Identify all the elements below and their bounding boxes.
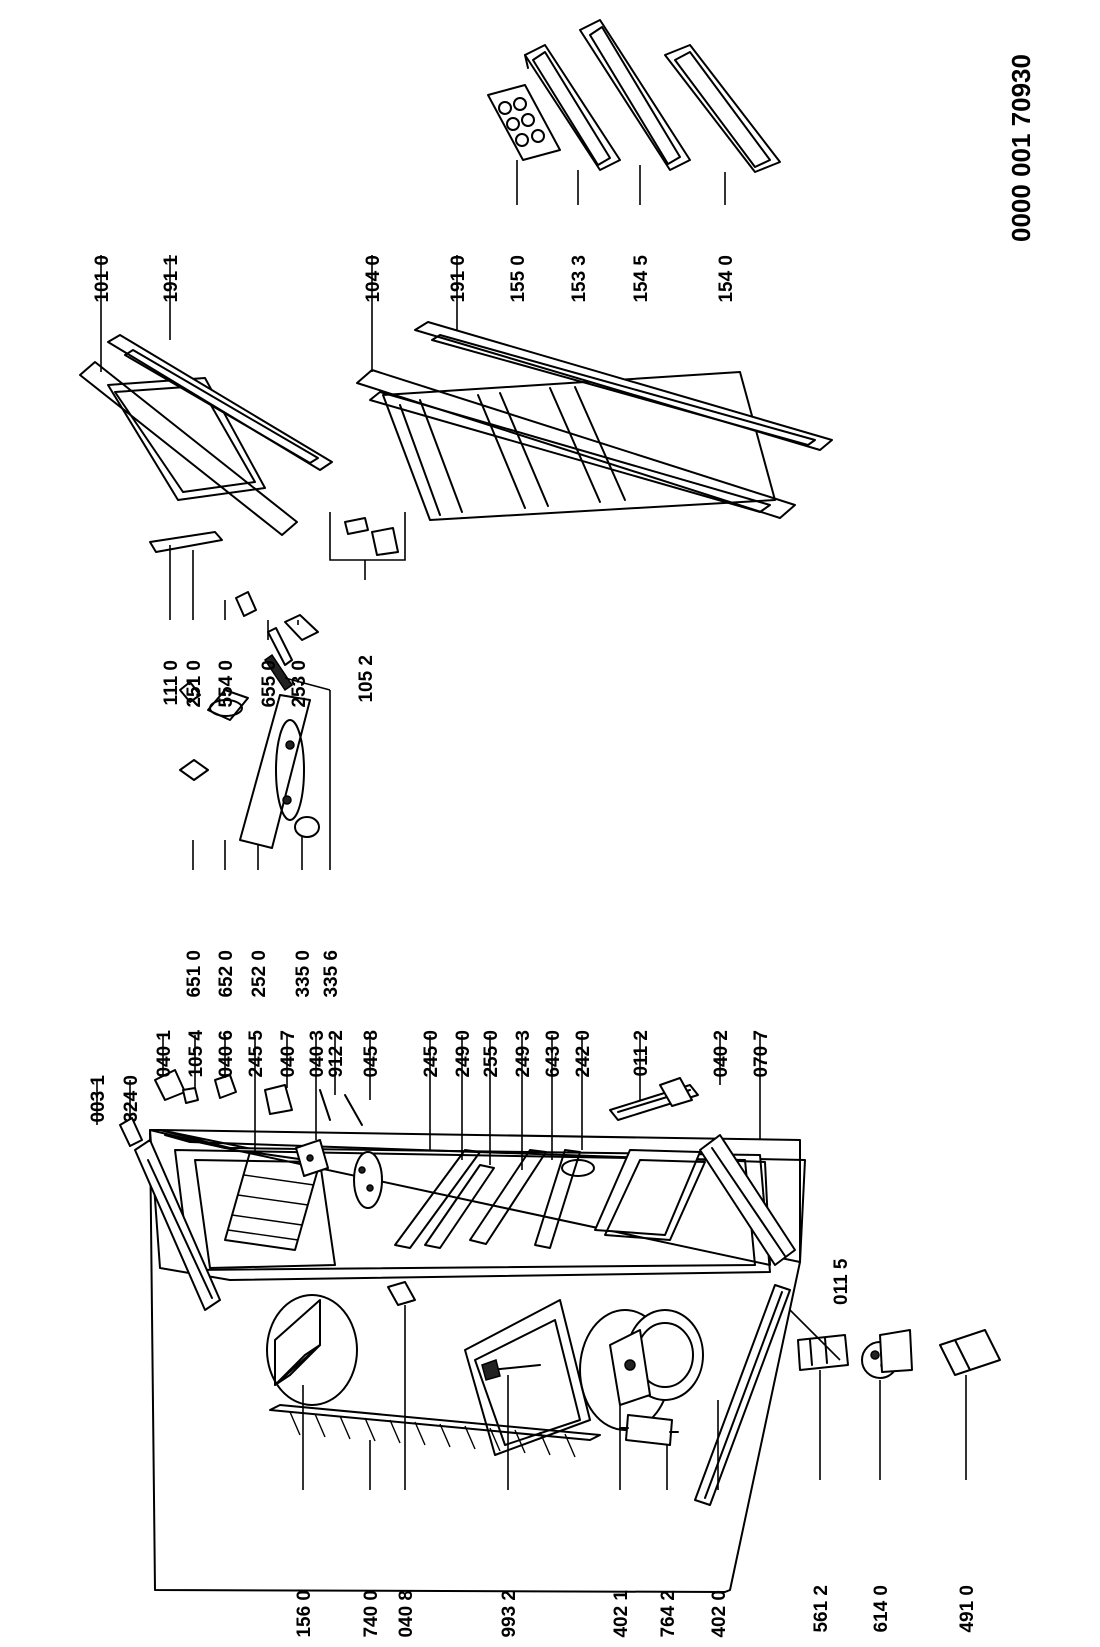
label-1054: 105 4 [186, 1030, 207, 1078]
label-4020: 402 0 [709, 1590, 730, 1638]
label-6430: 643 0 [543, 1030, 564, 1078]
label-0707: 070 7 [751, 1030, 772, 1078]
label-2490: 249 0 [453, 1030, 474, 1078]
label-2510: 251 0 [184, 660, 205, 708]
label-4910: 491 0 [957, 1585, 978, 1633]
label-1560: 156 0 [294, 1590, 315, 1638]
egg-tray [487, 84, 561, 161]
crisper-drawer [594, 1149, 701, 1236]
label-4021: 402 1 [611, 1590, 632, 1638]
label-3356: 335 6 [321, 950, 342, 998]
label-0401: 040 1 [154, 1030, 175, 1078]
label-0407: 040 7 [278, 1030, 299, 1078]
label-2455: 245 5 [246, 1030, 267, 1078]
label-0402: 040 2 [711, 1030, 732, 1078]
label-1540: 154 0 [716, 255, 737, 303]
label-7400: 740 0 [361, 1590, 382, 1638]
label-2550: 255 0 [481, 1030, 502, 1078]
label-6550: 655 0 [259, 660, 280, 708]
label-1110: 111 0 [161, 660, 182, 705]
label-0406: 040 6 [216, 1030, 237, 1078]
label-1052: 105 2 [356, 655, 377, 703]
hinge-part-1110 [149, 531, 223, 553]
label-9932: 993 2 [499, 1590, 520, 1638]
document-number: 0000 001 70930 [1006, 54, 1036, 242]
label-3350: 335 0 [293, 950, 314, 998]
label-2520: 252 0 [249, 950, 270, 998]
door-bin-1545 [579, 19, 691, 171]
bracket-0402 [659, 1077, 693, 1107]
label-1550: 155 0 [508, 255, 529, 303]
label-0458: 045 8 [361, 1030, 382, 1078]
label-1040: 104 0 [363, 255, 384, 303]
label-5612: 561 2 [811, 1585, 832, 1633]
label-1910: 191 0 [448, 255, 469, 303]
rail-0115 [694, 1284, 791, 1506]
ice-tray [266, 1294, 358, 1406]
capillary-tube [481, 1359, 541, 1381]
rail-0707 [699, 1134, 796, 1266]
label-7642: 764 2 [658, 1590, 679, 1638]
label-2420: 242 0 [573, 1030, 594, 1078]
label-1545: 154 5 [631, 255, 652, 303]
label-0031: 003 1 [88, 1075, 109, 1123]
filter-drier [619, 1414, 679, 1446]
label-0403: 040 3 [307, 1030, 328, 1078]
label-1533: 153 3 [569, 255, 590, 303]
label-2450: 245 0 [421, 1030, 442, 1078]
compressor [609, 1309, 704, 1406]
label-1010: 101 0 [92, 255, 113, 303]
top-cover [134, 1139, 221, 1311]
cabinet-light [353, 1151, 383, 1209]
lamp-cover [284, 614, 319, 641]
label-6520: 652 0 [216, 950, 237, 998]
upper-door-group [79, 334, 333, 536]
label-2530: 253 0 [289, 660, 310, 708]
label-3240: 324 0 [121, 1075, 142, 1123]
small-parts-040 [119, 1069, 416, 1306]
knob [294, 816, 320, 838]
cabinet-body [149, 1129, 806, 1593]
thermostat-group [179, 591, 331, 849]
cabinet-outline [149, 1129, 801, 1593]
label-9122: 912 2 [326, 1030, 347, 1078]
thermostat-housing [239, 694, 311, 849]
label-6140: 614 0 [871, 1585, 892, 1633]
label-0115: 011 5 [831, 1258, 852, 1305]
label-5540: 554 0 [216, 660, 237, 708]
label-0112: 011 2 [631, 1030, 652, 1077]
lower-door-group [356, 321, 833, 521]
label-0408: 040 8 [396, 1590, 417, 1638]
relay-5612 [797, 1334, 849, 1371]
starter-6140 [861, 1329, 913, 1379]
part-labels: 101 0 191 1 104 0 191 0 155 0 153 3 154 … [88, 255, 978, 1638]
label-6510: 651 0 [184, 950, 205, 998]
label-2493: 249 3 [513, 1030, 534, 1078]
leader-lines [96, 160, 967, 1490]
condenser-coil [269, 1404, 601, 1458]
hinge-bracket-1052 [329, 512, 406, 561]
door-bin-1540 [664, 44, 781, 173]
label-1911: 191 1 [161, 255, 182, 303]
cover-4910 [939, 1329, 1001, 1376]
door-bin-1533 [524, 44, 621, 171]
